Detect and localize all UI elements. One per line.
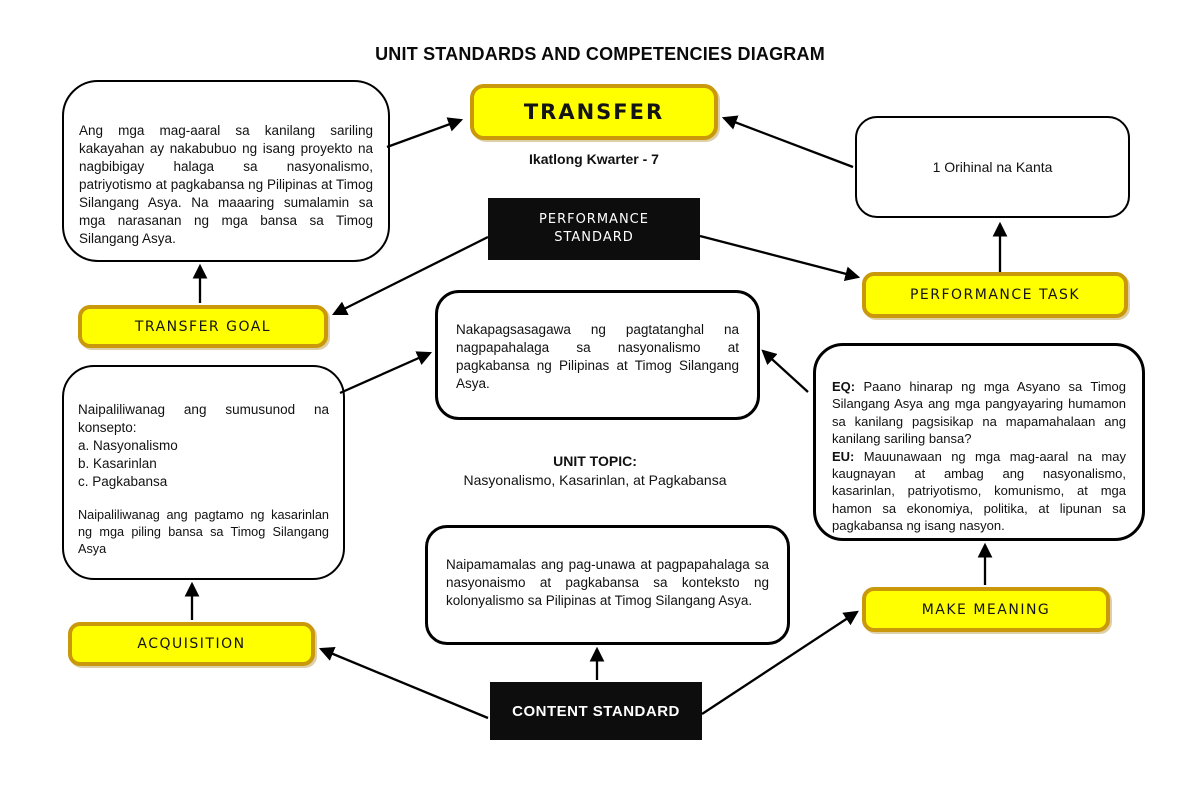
arrow-perfstd-to-perftask [699,234,861,282]
node-acquisition-label: ACQUISITION [137,636,246,652]
make-meaning-note: EQ: Paano hinarap ng mga Asyano sa Timog… [813,343,1145,541]
node-transfer: TRANSFER [470,84,718,140]
list-item: b. Kasarinlan [78,456,157,472]
list-item: a. Nasyonalismo [78,438,178,454]
eu-label: EU: [832,448,855,464]
arrow-kanta-to-transfer [721,115,854,169]
quarter-label: Ikatlong Kwarter - 7 [529,151,659,167]
node-transfer-goal: TRANSFER GOAL [78,305,328,348]
arrow-leftnote-to-center [339,351,433,395]
page-title: UNIT STANDARDS AND COMPETENCIES DIAGRAM [375,44,825,64]
arrow-eqnote-to-center [761,349,809,393]
performance-standard-note: Nakapagsasagawa ng pagtatanghal na nagpa… [435,290,760,420]
node-acquisition: ACQUISITION [68,622,315,666]
content-standard-note: Naipamamalas ang pag-unawa at pagpapahal… [425,525,790,645]
node-performance-standard: PERFORMANCE STANDARD [488,198,700,260]
acquisition-note-items: a. Nasyonalismo b. Kasarinlan c. Pagkaba… [78,437,329,491]
acquisition-note-extra: Naipaliliwanag ang pagtamo ng kasarinlan… [78,508,329,557]
arrow-note-to-transfer [386,117,464,149]
node-performance-standard-label: PERFORMANCE STANDARD [539,212,649,245]
performance-output-note: 1 Orihinal na Kanta [855,116,1130,218]
acquisition-note: Naipaliliwanag ang sumusunod na konsepto… [62,365,345,580]
unit-topic-text: Nasyonalismo, Kasarinlan, at Pagkabansa [463,471,727,488]
node-make-meaning-label: MAKE MEANING [921,601,1051,618]
acquisition-note-intro: Naipaliliwanag ang sumusunod na konsepto… [78,402,329,436]
essential-question: EQ: Paano hinarap ng mga Asyano sa Timog… [832,378,1126,448]
node-content-standard: CONTENT STANDARD [490,682,702,740]
eq-label: EQ: [832,379,856,394]
performance-standard-note-text: Nakapagsasagawa ng pagtatanghal na nagpa… [456,322,739,392]
node-transfer-label: TRANSFER [523,100,665,124]
node-transfer-goal-label: TRANSFER GOAL [134,318,272,335]
list-item: c. Pagkabansa [78,474,168,490]
eq-text: Paano hinarap ng mga Asyano sa Timog Sil… [832,379,1126,447]
eu-text: Mauunawaan ng mga mag-aaral na may kaugn… [832,448,1126,534]
unit-topic: UNIT TOPIC: Nasyonalismo, Kasarinlan, at… [420,452,770,490]
transfer-goal-note: Ang mga mag-aaral sa kanilang sariling k… [62,80,390,262]
enduring-understanding: EU: Mauunawaan ng mga mag-aaral na may k… [832,448,1126,535]
node-make-meaning: MAKE MEANING [862,587,1110,632]
performance-output-text: 1 Orihinal na Kanta [932,158,1053,175]
content-standard-note-text: Naipamamalas ang pag-unawa at pagpapahal… [446,557,769,609]
node-content-standard-label: CONTENT STANDARD [512,702,680,720]
node-performance-task-label: PERFORMANCE TASK [909,287,1081,303]
transfer-goal-note-text: Ang mga mag-aaral sa kanilang sariling k… [79,123,373,247]
arrow-contentstd-to-acquisition [318,646,489,720]
node-performance-task: PERFORMANCE TASK [862,272,1128,318]
unit-topic-heading: UNIT TOPIC: [553,453,637,469]
